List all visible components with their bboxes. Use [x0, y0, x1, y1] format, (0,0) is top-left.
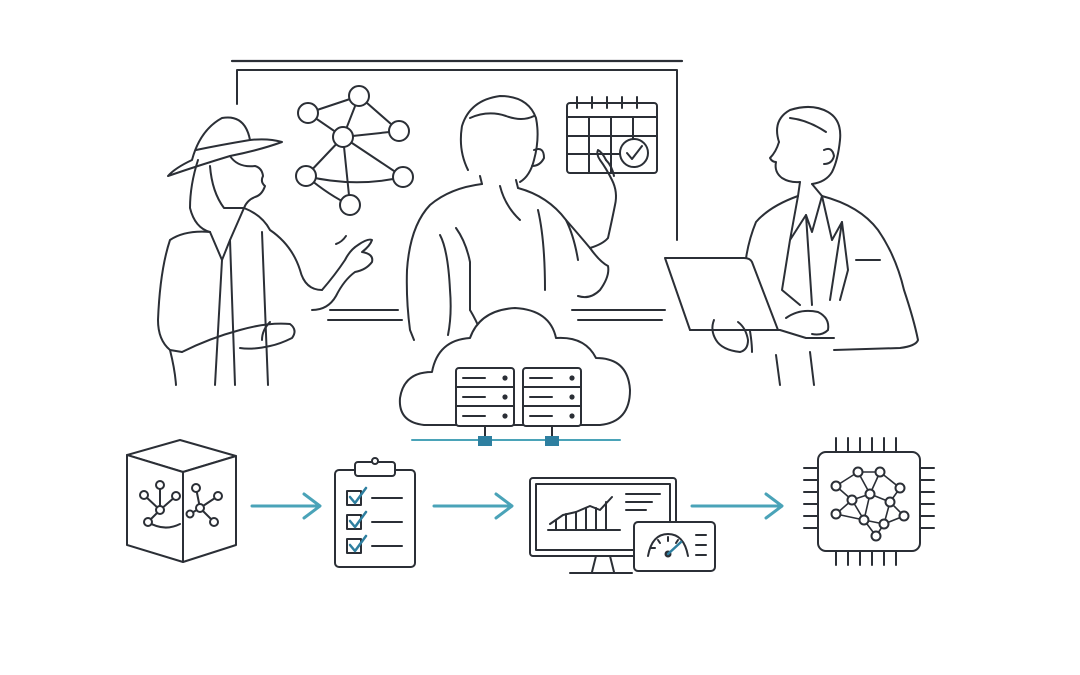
checklist-clipboard-icon	[334, 457, 416, 568]
calendar-check-icon	[566, 96, 658, 174]
neural-cube-icon	[126, 439, 237, 563]
network-bus-line	[411, 436, 621, 446]
cloud-server-icon	[398, 307, 631, 441]
whiteboard	[230, 59, 684, 321]
ai-chip-icon	[803, 437, 935, 566]
monitor-dashboard-icon	[529, 477, 716, 574]
arrow-right-icon	[250, 492, 322, 520]
arrow-right-icon	[432, 492, 514, 520]
man-with-laptop	[664, 106, 919, 386]
gauge-needle	[666, 540, 683, 556]
arrow-right-icon	[690, 492, 784, 520]
network-graph-icon	[295, 85, 414, 216]
check-marks	[348, 486, 368, 553]
woman-with-hat	[157, 116, 374, 386]
man-at-whiteboard	[405, 95, 617, 341]
